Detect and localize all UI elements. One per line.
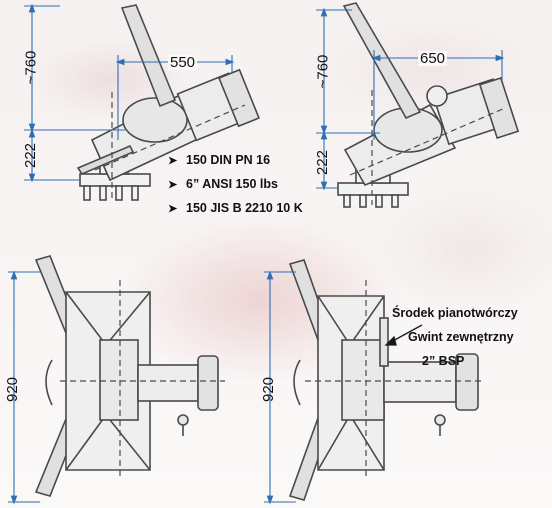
base-plate-right — [337, 182, 409, 196]
barrel-left — [137, 364, 199, 402]
flange-spec-item: ➤150 DIN PN 16 — [168, 153, 271, 167]
dim-height-top-left: ~760 — [22, 50, 40, 85]
side-view-left — [76, 4, 260, 201]
dim-reach-right: 650 — [418, 50, 448, 67]
dimension-line-bottom-left — [8, 270, 40, 505]
dim-reach-left: 550 — [168, 54, 198, 71]
foam-note-arrow — [384, 324, 423, 346]
top-view-left — [34, 255, 225, 497]
top-view-right — [288, 259, 485, 501]
dimension-line-bottom-right — [264, 270, 296, 505]
side-view-right — [337, 2, 520, 208]
dim-height-bottom-right: 222 — [314, 149, 332, 176]
flange-spec-item: ➤6” ANSI 150 lbs — [168, 177, 278, 191]
dim-width-bottom-right: 920 — [260, 376, 278, 403]
dim-height-bottom-left: 222 — [22, 142, 40, 169]
foam-inlet — [379, 317, 389, 367]
foam-note-line2: Gwint zewnętrzny — [408, 330, 514, 344]
lever-left — [120, 4, 177, 108]
lever-right — [342, 2, 422, 120]
triangle-bullet-icon: ➤ — [168, 203, 178, 215]
flange-spec-item: ➤150 JIS B 2210 10 K — [168, 201, 303, 215]
dim-height-top-right: ~760 — [314, 54, 332, 89]
foam-note-line3: 2” BSP — [422, 354, 465, 368]
triangle-bullet-icon: ➤ — [168, 179, 178, 191]
barrel-right — [383, 361, 457, 403]
dim-width-bottom-left: 920 — [4, 376, 22, 403]
triangle-bullet-icon: ➤ — [168, 155, 178, 167]
foam-note-line1: Środek pianotwórczy — [392, 306, 518, 320]
